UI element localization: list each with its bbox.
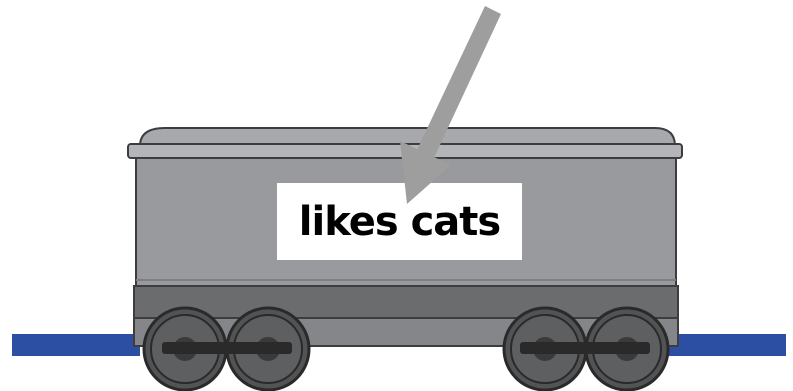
car-label-card: likes cats <box>277 183 522 260</box>
car-roof-rim <box>128 144 682 158</box>
car-label-text: likes cats <box>299 199 500 245</box>
axle-left <box>162 342 292 354</box>
track-left <box>12 334 140 356</box>
car-base <box>134 286 678 318</box>
axle-right <box>520 342 650 354</box>
track-right <box>668 334 786 356</box>
